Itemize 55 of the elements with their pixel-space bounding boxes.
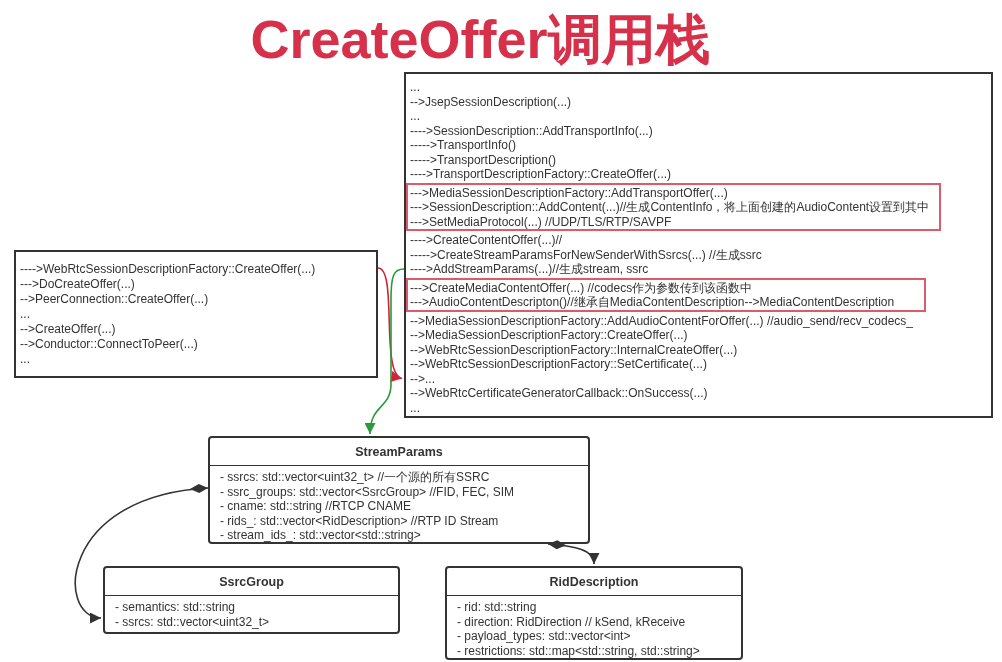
attribute-line: - ssrcs: std::vector<uint32_t> (115, 614, 270, 629)
code-line: -->WebRtcSessionDescriptionFactory::InternalCreateOffer(...) (410, 342, 738, 357)
code-line: -->WebRtcSessionDescriptionFactory::SetCertificate(...) (410, 357, 707, 371)
code-line: ... (410, 80, 420, 94)
code-line: ---->TransportDescriptionFactory::CreateOffer(...) (410, 167, 672, 181)
class-box (103, 566, 400, 634)
code-line: ----->TransportDescription() (410, 152, 556, 167)
code-line: ----->TransportInfo() (410, 138, 516, 152)
code-line: -->MediaSessionDescriptionFactory::AddAudioContentForOffer(...) //audio_send/recv_codecs_ (410, 313, 914, 328)
attribute-line: - ssrc_groups: std::vector<SsrcGroup> //FID, FEC, SIM (220, 484, 515, 499)
code-line: ... (410, 400, 420, 415)
code-line: -->CreateOffer(...) (20, 322, 116, 336)
attribute-line: - rid: std::string (457, 600, 537, 614)
code-line: -->Conductor::ConnectToPeer(...) (20, 337, 198, 351)
highlight-box (406, 278, 926, 312)
attribute-line: - direction: RidDirection // kSend, kReceive (457, 614, 686, 629)
code-line: ... (20, 307, 30, 321)
attribute-line: - stream_ids_: std::vector<std::string> (220, 528, 421, 542)
code-line: ---->SessionDescription::AddTransportInfo(...) (410, 123, 653, 138)
code-line: --->DoCreateOffer(...) (20, 277, 135, 291)
class-name: SsrcGroup (105, 568, 398, 596)
arrow (377, 267, 403, 380)
highlight-box (406, 183, 941, 231)
code-line: --->MediaSessionDescriptionFactory::AddTransportOffer(...) (410, 185, 728, 200)
arrow (547, 540, 599, 565)
code-line: --->SessionDescription::AddContent(...)//生成ContentInfo，将上面创建的AudioContent设置到其中 (410, 200, 930, 214)
class-name: RidDescription (447, 568, 741, 596)
code-line: -->JsepSessionDescription(...) (410, 94, 572, 109)
class-name: StreamParams (210, 438, 588, 466)
code-line: -->WebRtcCertificateGeneratorCallback::OnSuccess(...) (410, 386, 708, 400)
code-line: -->... (410, 371, 435, 386)
code-line: --->CreateMediaContentOffer(...) //codecs作为参数传到该函数中 (410, 280, 753, 295)
call-stack-box (14, 250, 378, 378)
call-stack-box (404, 72, 993, 418)
code-line: --->SetMediaProtocol(...) //UDP/TLS/RTP/SAVPF (410, 214, 672, 229)
code-line: ---->CreateContentOffer(...)// (410, 233, 563, 247)
code-line: ---->WebRtcSessionDescriptionFactory::CreateOffer(...) (20, 262, 316, 276)
class-box (445, 566, 743, 660)
attribute-line: - semantics: std::string (115, 600, 236, 614)
class-box (208, 436, 590, 544)
title: CreateOffer调用栈 (249, 8, 711, 71)
code-line: ... (20, 352, 30, 366)
code-line: -->MediaSessionDescriptionFactory::CreateOffer(...) (410, 328, 688, 342)
code-line: ---->AddStreamParams(...)//生成stream, ssrc (410, 262, 649, 276)
attribute-line: - payload_types: std::vector<int> (457, 629, 631, 643)
code-line: ----->CreateStreamParamsForNewSenderWithSsrcs(...) //生成ssrc (410, 247, 762, 262)
attribute-line: - rids_: std::vector<RidDescription> //RTP ID Stream (220, 513, 499, 528)
code-line: ... (410, 109, 420, 123)
code-line: --->AudioContentDescripton()//继承自MediaContentDescription-->MediaContentDescription (410, 295, 895, 309)
code-line: -->PeerConnection::CreateOffer(...) (20, 292, 209, 306)
attribute-line: - ssrcs: std::vector<uint32_t> //一个源的所有SSRC (220, 470, 490, 484)
attribute-line: - restrictions: std::map<std::string, std::string> (457, 643, 700, 658)
arrow (74, 484, 209, 621)
arrow (365, 268, 405, 435)
attribute-line: - cname: std::string //RTCP CNAME (220, 499, 411, 513)
